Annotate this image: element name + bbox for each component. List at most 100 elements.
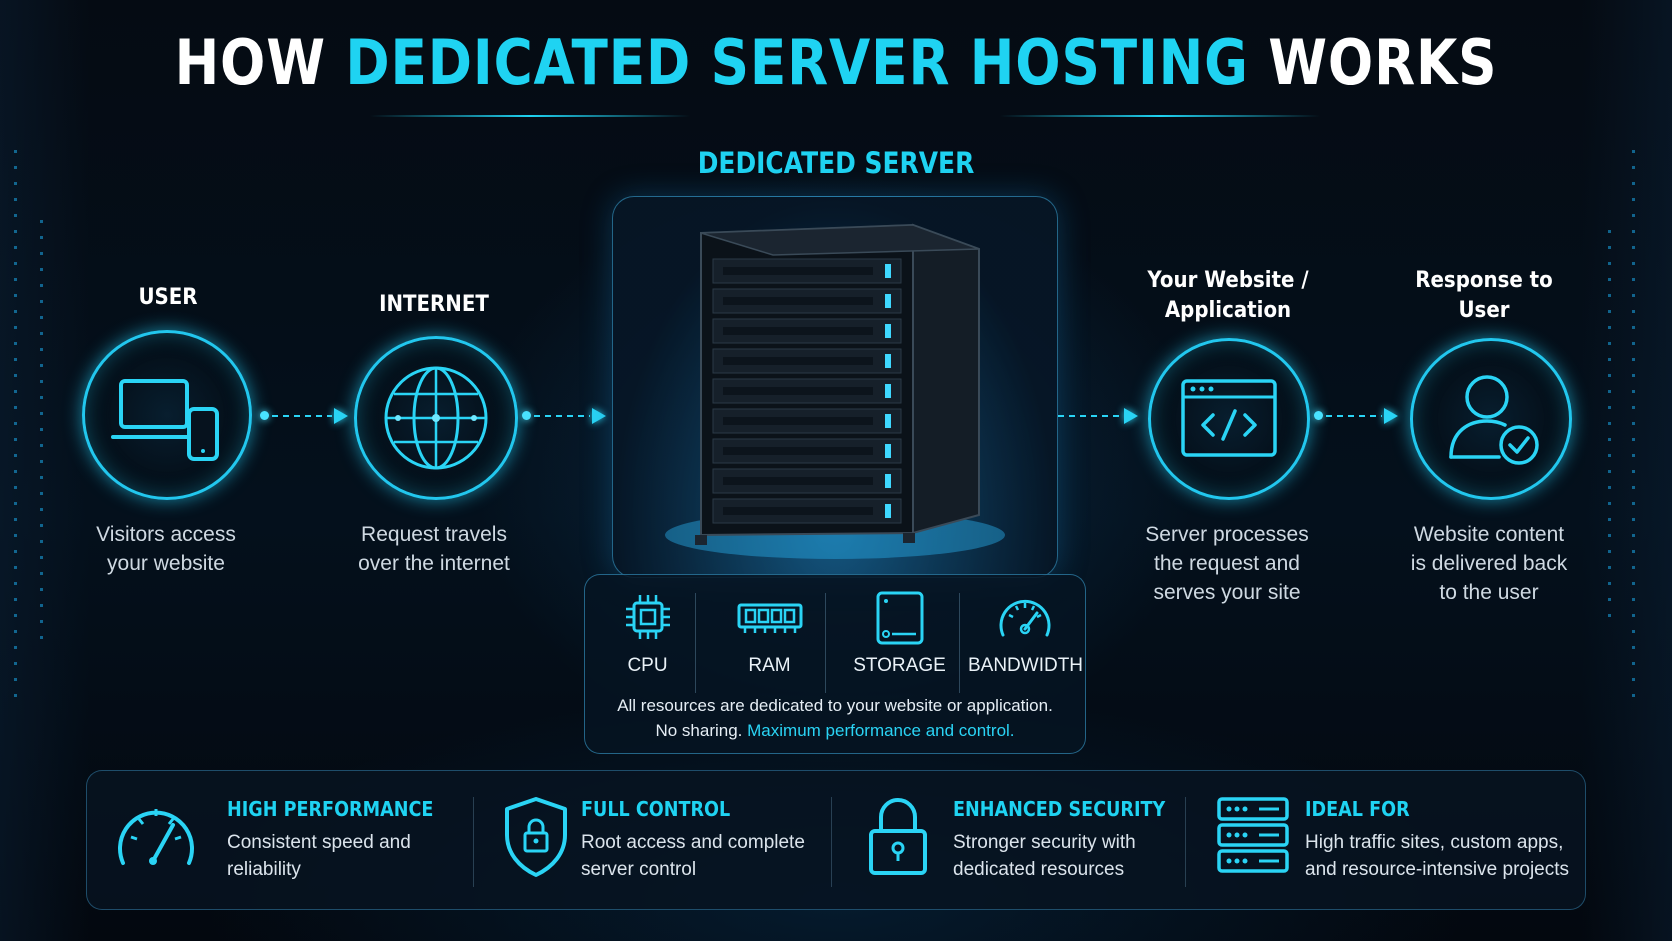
rack-led — [885, 474, 891, 488]
step-response-desc-line3: to the user — [1439, 581, 1539, 604]
storage-icon — [876, 591, 924, 645]
rack-vent — [723, 297, 873, 305]
feature-full-control: FULL CONTROL Root access and complete se… — [473, 771, 833, 909]
server-heading: DEDICATED SERVER — [697, 146, 975, 180]
arrow-right-icon — [1124, 408, 1138, 424]
rack-led — [885, 264, 891, 278]
resource-note-line1: All resources are dedicated to your webs… — [617, 696, 1053, 715]
feature-enhanced-security: ENHANCED SECURITY Stronger security with… — [831, 771, 1191, 909]
code-window-icon — [1181, 379, 1277, 457]
feature-high-performance-desc: Consistent speed and reliability — [227, 829, 411, 883]
connector-dot — [260, 411, 269, 420]
feature-ideal-for-title: IDEAL FOR — [1305, 797, 1410, 821]
feature-high-performance: HIGH PERFORMANCE Consistent speed and re… — [87, 771, 457, 909]
rack-led — [885, 504, 891, 518]
feature-ideal-for-desc: High traffic sites, custom apps, and res… — [1305, 829, 1569, 883]
connector-internet-server — [534, 415, 590, 417]
server-rack-icon — [665, 223, 1005, 559]
rack-light-column — [1608, 230, 1611, 630]
page-title: HOW DEDICATED SERVER HOSTING WORKS — [117, 26, 1555, 99]
step-app-label-line1: Your Website / — [1147, 268, 1309, 293]
step-app-label-line2: Application — [1164, 298, 1292, 323]
feature-divider — [473, 797, 474, 887]
right-rack-backdrop — [1582, 0, 1672, 941]
rack-vent — [723, 417, 873, 425]
resource-storage: STORAGE — [837, 575, 962, 699]
step-app-desc-line3: serves your site — [1153, 581, 1301, 604]
connector-server-app — [1058, 415, 1122, 417]
rack-led — [885, 324, 891, 338]
speedometer-icon — [118, 809, 194, 865]
step-internet-desc: Request travels over the internet — [344, 520, 524, 578]
resource-cpu: CPU — [585, 575, 710, 699]
feature-full-control-desc: Root access and complete server control — [581, 829, 805, 883]
features-bar: HIGH PERFORMANCE Consistent speed and re… — [86, 770, 1586, 910]
step-response-desc: Website content is delivered back to the… — [1392, 520, 1586, 607]
rack-vent — [723, 507, 873, 515]
feature-divider — [1185, 797, 1186, 887]
arrow-right-icon — [1384, 408, 1398, 424]
step-app-circle — [1148, 338, 1310, 500]
feature-ideal-for: IDEAL FOR High traffic sites, custom app… — [1185, 771, 1585, 909]
rack-led — [885, 414, 891, 428]
padlock-icon — [869, 798, 927, 875]
arrow-right-icon — [592, 408, 606, 424]
step-internet-desc-line1: Request travels — [361, 523, 507, 546]
step-response-desc-line2: is delivered back — [1410, 552, 1568, 575]
ram-icon — [737, 603, 803, 633]
step-user-circle — [82, 330, 252, 500]
cpu-icon — [626, 595, 670, 639]
step-app-desc: Server processes the request and serves … — [1130, 520, 1324, 607]
step-app-desc-line1: Server processes — [1145, 523, 1309, 546]
rack-vent — [723, 267, 873, 275]
rack-light-column — [1632, 150, 1635, 710]
resource-divider — [695, 593, 696, 693]
step-response-desc-line1: Website content — [1413, 523, 1565, 546]
rack-light-column — [40, 220, 43, 640]
rack-led — [885, 354, 891, 368]
shield-lock-icon — [505, 797, 567, 877]
feature-divider — [831, 797, 832, 887]
resource-storage-label: STORAGE — [853, 655, 946, 676]
resource-divider — [825, 593, 826, 693]
resource-ram: RAM — [707, 575, 832, 699]
rack-vent — [723, 477, 873, 485]
server-stack-icon — [1217, 797, 1289, 873]
step-app-desc-line2: the request and — [1154, 552, 1300, 575]
gauge-icon — [999, 599, 1051, 637]
title-part1: HOW — [174, 26, 346, 99]
connector-dot — [522, 411, 531, 420]
rack-vent — [723, 387, 873, 395]
resource-note-plain: No sharing. — [655, 721, 748, 740]
step-user-label: USER — [138, 285, 198, 310]
rack-light-column — [14, 150, 17, 710]
arrow-right-icon — [334, 408, 348, 424]
resource-note-line2: No sharing. Maximum performance and cont… — [585, 718, 1085, 743]
connector-user-internet — [272, 415, 332, 417]
feature-desc-line1: High traffic sites, custom apps, — [1305, 832, 1564, 853]
feature-desc-line1: Root access and complete — [581, 832, 805, 853]
step-internet-circle — [354, 336, 518, 500]
feature-desc-line1: Stronger security with — [953, 832, 1136, 853]
feature-desc-line1: Consistent speed and — [227, 832, 411, 853]
feature-full-control-title: FULL CONTROL — [581, 797, 731, 821]
feature-high-performance-title: HIGH PERFORMANCE — [227, 797, 434, 821]
resource-bandwidth-label: BANDWIDTH — [967, 655, 1084, 676]
step-internet-desc-line2: over the internet — [358, 552, 510, 575]
step-response-label-line2: User — [1458, 298, 1510, 323]
user-check-icon — [1449, 375, 1539, 465]
step-response-circle — [1410, 338, 1572, 500]
resource-note: All resources are dedicated to your webs… — [585, 693, 1085, 743]
resource-divider — [959, 593, 960, 693]
step-user-desc-line1: Visitors access — [96, 523, 236, 546]
step-user-desc: Visitors access your website — [78, 520, 254, 578]
step-user-desc-line2: your website — [107, 552, 225, 575]
rack-led — [885, 444, 891, 458]
rack-led — [885, 294, 891, 308]
rack-vent — [723, 447, 873, 455]
title-highlight: DEDICATED SERVER HOSTING — [345, 26, 1249, 99]
step-response-label-line1: Response to — [1415, 268, 1553, 293]
rack-led — [885, 384, 891, 398]
title-underline-right — [1000, 115, 1320, 117]
